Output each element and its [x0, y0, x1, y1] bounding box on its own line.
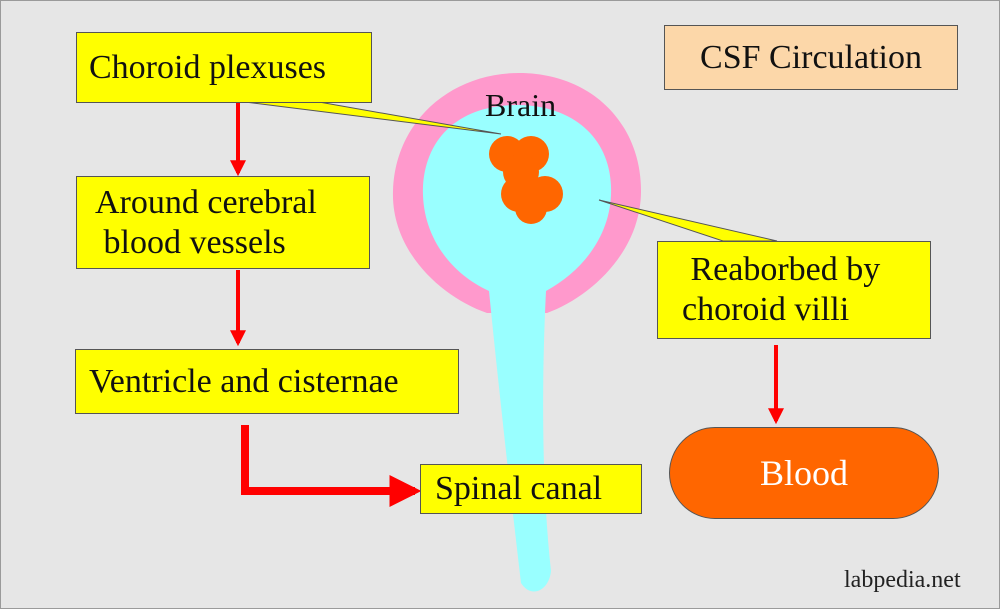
arrow-ventricle-to-spinal [241, 425, 422, 507]
blood-label: Blood [759, 453, 848, 493]
title-box: CSF Circulation [664, 25, 958, 90]
reabsorbed-box: Reaborbed by choroid villi [657, 241, 931, 339]
spinal-canal-label: Spinal canal [435, 470, 603, 507]
choroid-plexus-mass [489, 136, 563, 224]
around-vessels-label: Around cerebral blood vessels [95, 183, 317, 261]
brain-ventricle-and-spinal-cord [422, 105, 612, 592]
reabsorbed-label: Reaborbed by choroid villi [682, 251, 881, 328]
spinal-canal-box: Spinal canal [420, 464, 642, 514]
diagram-title: CSF Circulation [700, 38, 922, 76]
ventricle-label: Ventricle and cisternae [89, 362, 399, 400]
around-vessels-box: Around cerebral blood vessels [76, 176, 370, 269]
choroid-plexuses-label: Choroid plexuses [89, 48, 327, 86]
watermark: labpedia.net [844, 567, 961, 593]
ventricle-box: Ventricle and cisternae [75, 349, 459, 414]
brain-label: Brain [485, 87, 557, 123]
choroid-plexuses-box: Choroid plexuses [76, 32, 372, 103]
blood-box: Blood [669, 427, 939, 519]
